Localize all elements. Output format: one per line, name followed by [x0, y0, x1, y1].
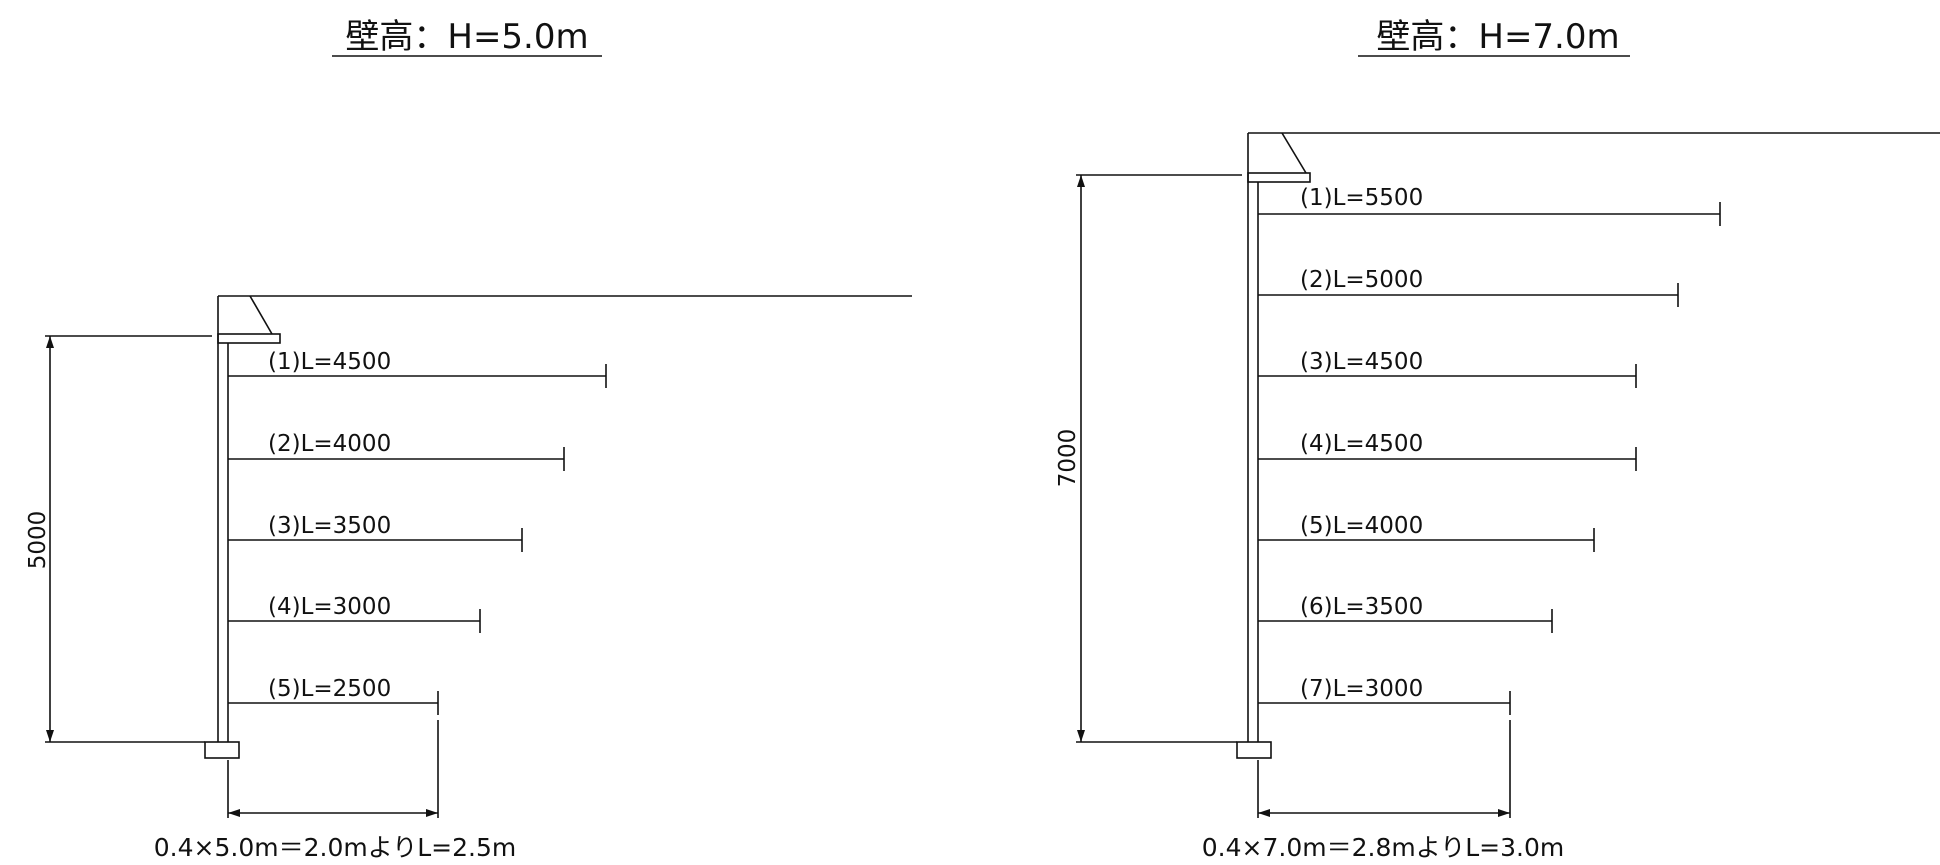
anchor-7: (7)L=3000 — [1258, 676, 1511, 715]
slope-line — [1281, 132, 1307, 174]
anchor-2: (2)L=4000 — [228, 431, 565, 471]
dim-arrow-bottom — [1077, 730, 1085, 742]
anchor-4: (4)L=3000 — [228, 594, 481, 633]
svg-text:(3)L=3500: (3)L=3500 — [268, 513, 391, 539]
anchor-2: (2)L=5000 — [1258, 267, 1679, 307]
svg-text:(5)L=4000: (5)L=4000 — [1300, 513, 1423, 539]
bottom-arrow-left — [1258, 809, 1270, 817]
anchor-5: (5)L=2500 — [228, 676, 439, 715]
wall-cap — [217, 333, 281, 344]
bottom-arrow-right — [1498, 809, 1510, 817]
svg-text:(6)L=3500: (6)L=3500 — [1300, 594, 1423, 620]
panel-h7: 壁高：H=7.0m 7000 (1)L=5500 (2)L=5000 — [1055, 17, 1940, 862]
dim-arrow-bottom — [46, 730, 54, 742]
svg-text:(1)L=4500: (1)L=4500 — [268, 349, 391, 375]
anchor-3: (3)L=4500 — [1258, 349, 1637, 388]
bottom-arrow-left — [228, 809, 240, 817]
svg-text:(2)L=4000: (2)L=4000 — [268, 431, 391, 457]
anchor-5: (5)L=4000 — [1258, 513, 1595, 552]
svg-text:(2)L=5000: (2)L=5000 — [1300, 267, 1423, 293]
dim-arrow-top — [1077, 175, 1085, 187]
panel-title: 壁高：H=5.0m — [345, 17, 588, 57]
svg-text:(1)L=5500: (1)L=5500 — [1300, 185, 1423, 211]
anchor-1: (1)L=4500 — [228, 349, 607, 388]
svg-text:(5)L=2500: (5)L=2500 — [268, 676, 391, 702]
bottom-arrow-right — [426, 809, 438, 817]
panel-title: 壁高：H=7.0m — [1376, 17, 1619, 57]
slope-line — [249, 295, 273, 335]
wall-footing — [204, 741, 240, 759]
anchor-4: (4)L=4500 — [1258, 431, 1637, 471]
bottom-note: 0.4×5.0m＝2.0mよりL=2.5m — [154, 833, 516, 862]
anchor-1: (1)L=5500 — [1258, 185, 1721, 226]
svg-text:(7)L=3000: (7)L=3000 — [1300, 676, 1423, 702]
anchor-3: (3)L=3500 — [228, 513, 523, 552]
svg-text:(4)L=3000: (4)L=3000 — [268, 594, 391, 620]
bottom-note: 0.4×7.0m＝2.8mよりL=3.0m — [1202, 833, 1564, 862]
svg-text:(4)L=4500: (4)L=4500 — [1300, 431, 1423, 457]
height-dimension-label: 7000 — [1055, 429, 1081, 488]
wall-footing — [1236, 741, 1272, 759]
wall-cap — [1247, 172, 1311, 183]
panel-h5: 壁高：H=5.0m 5000 (1)L=4500 (2)L=4000 — [25, 17, 912, 862]
dim-arrow-top — [46, 336, 54, 348]
height-dimension-label: 5000 — [25, 511, 51, 570]
anchor-6: (6)L=3500 — [1258, 594, 1553, 633]
svg-text:(3)L=4500: (3)L=4500 — [1300, 349, 1423, 375]
